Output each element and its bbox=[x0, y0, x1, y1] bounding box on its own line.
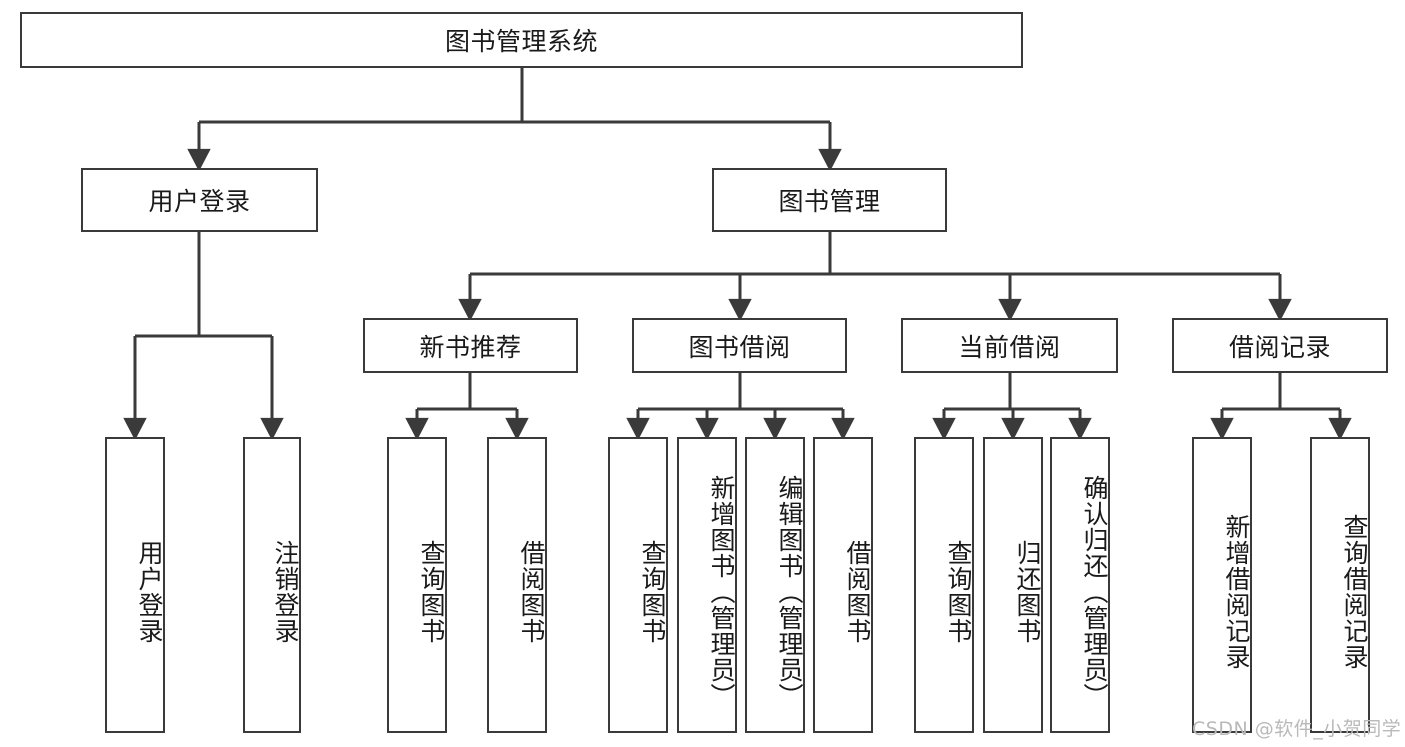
node-leaf-edit-book[interactable]: 编辑图书（管理员） bbox=[745, 437, 805, 733]
node-leaf-query-book-2[interactable]: 查询图书 bbox=[608, 437, 668, 733]
node-book-management[interactable]: 图书管理 bbox=[712, 168, 947, 232]
node-leaf-query-record[interactable]: 查询借阅记录 bbox=[1310, 437, 1370, 733]
node-leaf-borrow-book-2[interactable]: 借阅图书 bbox=[813, 437, 873, 733]
node-leaf-borrow-book-1[interactable]: 借阅图书 bbox=[487, 437, 547, 733]
node-borrow-record[interactable]: 借阅记录 bbox=[1172, 318, 1388, 373]
node-leaf-confirm-return[interactable]: 确认归还（管理员） bbox=[1050, 437, 1110, 733]
node-current-borrow[interactable]: 当前借阅 bbox=[901, 318, 1118, 373]
node-leaf-user-login[interactable]: 用户登录 bbox=[105, 437, 165, 733]
node-leaf-add-book[interactable]: 新增图书（管理员） bbox=[677, 437, 737, 733]
node-leaf-return-book[interactable]: 归还图书 bbox=[983, 437, 1043, 733]
node-leaf-user-logout[interactable]: 注销登录 bbox=[243, 437, 301, 733]
csdn-watermark: CSDN @软件_小贺同学 bbox=[1192, 718, 1402, 740]
node-leaf-query-book-1[interactable]: 查询图书 bbox=[387, 437, 447, 733]
node-leaf-query-book-3[interactable]: 查询图书 bbox=[914, 437, 974, 733]
node-book-borrow[interactable]: 图书借阅 bbox=[632, 318, 847, 373]
node-root-system[interactable]: 图书管理系统 bbox=[20, 12, 1023, 68]
node-new-book-recommend[interactable]: 新书推荐 bbox=[363, 318, 578, 373]
node-user-login[interactable]: 用户登录 bbox=[81, 168, 318, 232]
node-leaf-add-record[interactable]: 新增借阅记录 bbox=[1192, 437, 1252, 733]
